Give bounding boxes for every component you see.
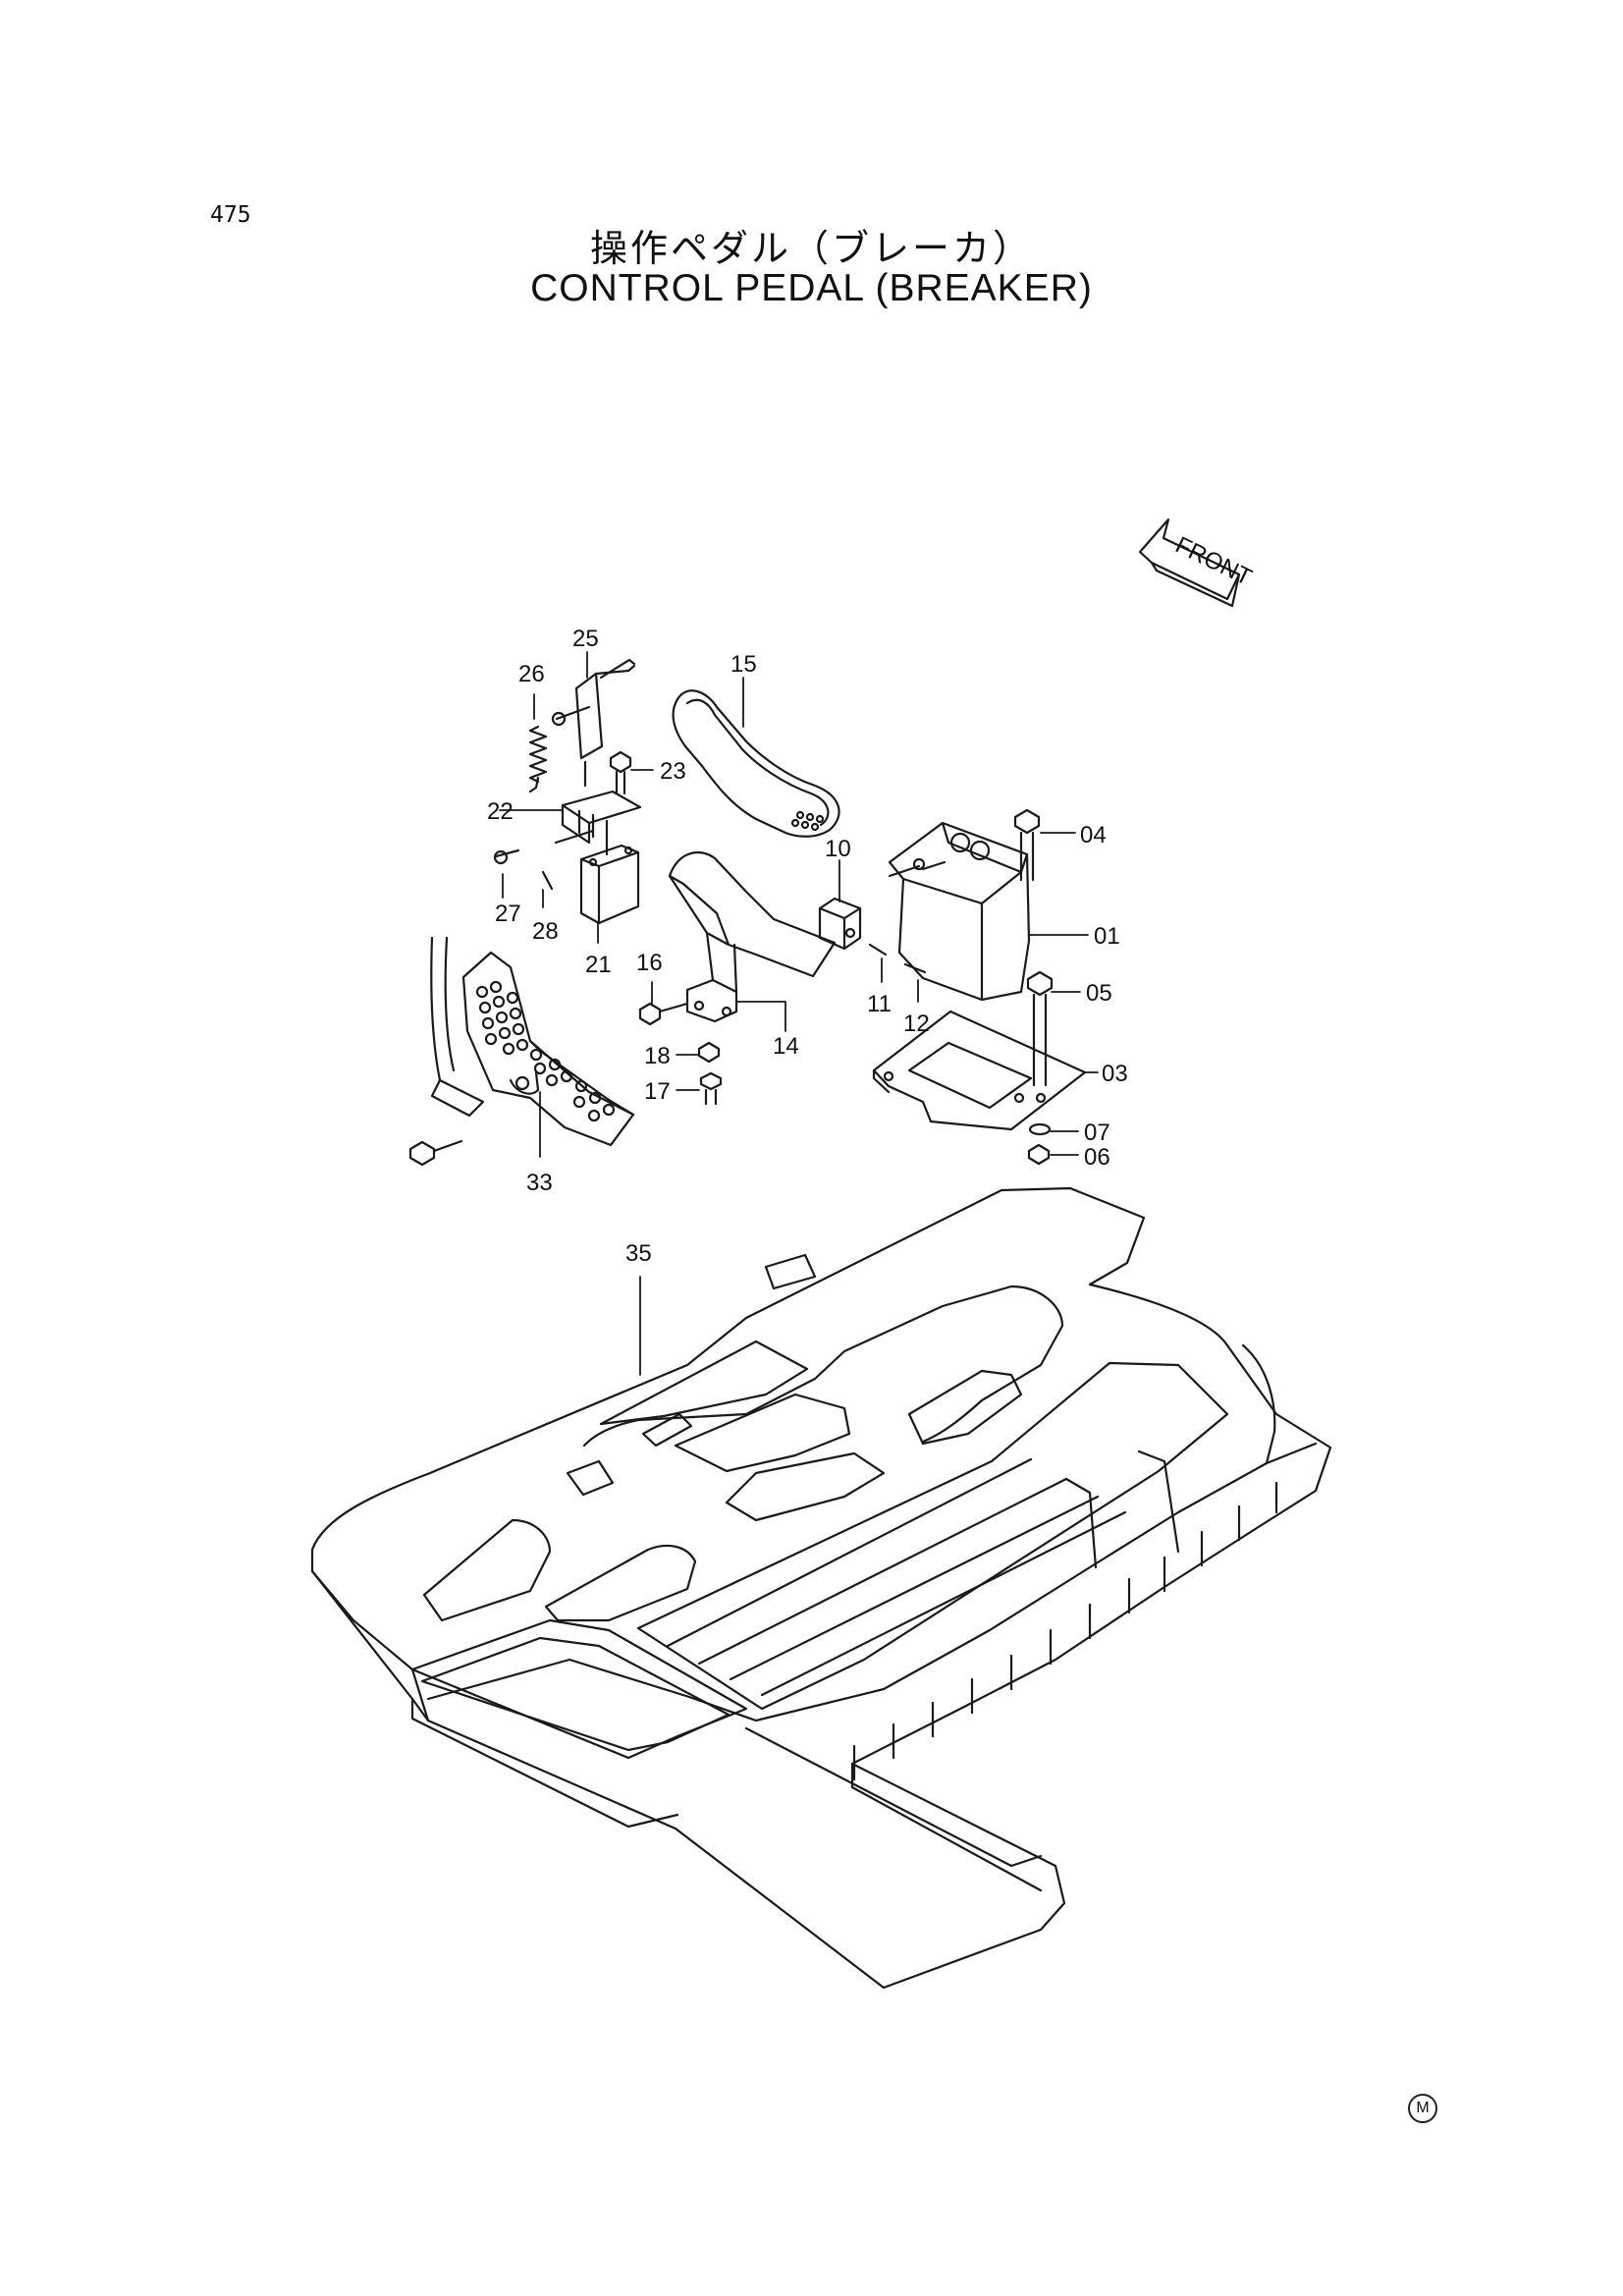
title-english: CONTROL PEDAL (BREAKER) bbox=[530, 267, 1093, 309]
part-16-17-18-fasteners bbox=[638, 1002, 723, 1106]
front-arrow: FRONT bbox=[1138, 518, 1256, 608]
part-number-16: 16 bbox=[636, 950, 663, 976]
part-27-28-pins bbox=[493, 848, 554, 891]
part-23-bolt bbox=[609, 750, 632, 795]
part-25-lever bbox=[551, 658, 636, 788]
part-number-labels: 25 26 15 22 23 27 28 21 10 04 01 05 03 0… bbox=[487, 626, 1128, 1267]
part-number-15: 15 bbox=[730, 651, 757, 678]
part-14-pedal bbox=[668, 850, 837, 1023]
part-number-33: 33 bbox=[526, 1170, 553, 1196]
part-15-rubber-pad bbox=[672, 689, 840, 838]
part-number-35: 35 bbox=[625, 1240, 652, 1267]
part-number-11: 11 bbox=[867, 991, 892, 1017]
leader-lines bbox=[499, 651, 1099, 1376]
part-number-17: 17 bbox=[644, 1078, 671, 1105]
part-35-floor-mat bbox=[310, 1186, 1332, 1990]
part-number-22: 22 bbox=[487, 798, 514, 825]
part-number-18: 18 bbox=[644, 1043, 671, 1069]
part-number-06: 06 bbox=[1084, 1144, 1110, 1171]
part-number-03: 03 bbox=[1102, 1061, 1128, 1087]
part-04-05-bolts bbox=[1013, 808, 1054, 1087]
part-number-04: 04 bbox=[1080, 822, 1107, 848]
page-number: 475 bbox=[210, 202, 251, 228]
part-number-27: 27 bbox=[495, 901, 521, 927]
part-03-plate bbox=[872, 1010, 1087, 1131]
part-number-28: 28 bbox=[532, 918, 559, 945]
part-26-spring bbox=[528, 725, 548, 793]
part-number-21: 21 bbox=[585, 952, 612, 978]
part-33-foot-pedal bbox=[408, 936, 635, 1167]
part-01-valve bbox=[888, 821, 1031, 1002]
part-number-14: 14 bbox=[773, 1033, 799, 1060]
part-10-11-12-parts bbox=[818, 897, 927, 974]
part-07-06-washer-nut bbox=[1027, 1122, 1052, 1166]
part-number-23: 23 bbox=[660, 758, 686, 785]
part-number-07: 07 bbox=[1084, 1120, 1110, 1146]
part-number-26: 26 bbox=[518, 661, 545, 687]
part-number-10: 10 bbox=[825, 836, 851, 862]
part-number-01: 01 bbox=[1094, 923, 1120, 950]
part-21-block bbox=[579, 844, 640, 925]
part-number-05: 05 bbox=[1086, 980, 1112, 1007]
title-japanese: 操作ペダル（ブレーカ） bbox=[589, 227, 1033, 270]
part-number-12: 12 bbox=[903, 1011, 930, 1037]
part-number-25: 25 bbox=[572, 626, 599, 652]
part-22-bracket bbox=[554, 790, 642, 856]
footer-mark: M bbox=[1408, 2094, 1437, 2123]
